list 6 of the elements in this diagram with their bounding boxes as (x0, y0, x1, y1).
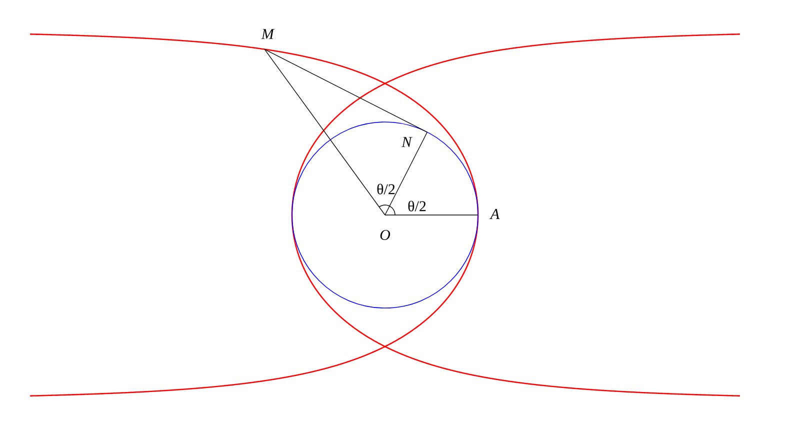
point-label: M (261, 29, 275, 39)
point-label: O (380, 230, 390, 240)
point-label: N (402, 137, 412, 147)
point-label: A (490, 209, 500, 219)
point-label: θ/2 (408, 200, 426, 212)
point-label: θ/2 (377, 184, 395, 194)
